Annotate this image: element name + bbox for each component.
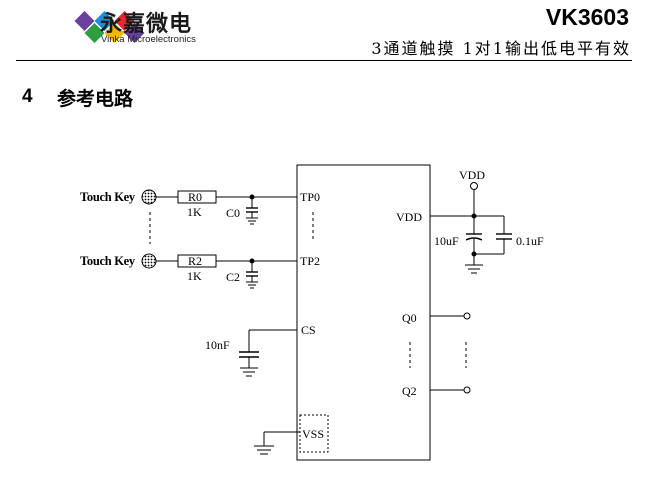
capacitor-c2-label: C2 [226,270,240,284]
pin-q0-label: Q0 [402,311,417,325]
output-q2 [430,386,471,394]
cs-capacitor [239,329,297,377]
channel-tp0 [141,189,297,225]
output-q0 [430,312,471,320]
touch-key-label-1: Touch Key [80,190,136,204]
pin-vdd-label: VDD [396,210,422,224]
vdd-supply-label: VDD [459,168,485,182]
vdd-cap-0.1uf-label: 0.1uF [516,234,544,248]
vdd-cap-10uf-label: 10uF [434,234,459,248]
section-title: 参考电路 [57,88,134,110]
vdd-terminal [470,182,478,190]
pin-q2-label: Q2 [402,384,417,398]
resistor-r2-label: R2 [188,254,202,268]
capacitor-c0-label: C0 [226,206,240,220]
ic-body [296,164,431,461]
resistor-r2-value: 1K [187,269,202,283]
brand-name-cn: 永嘉微电 [100,12,193,37]
section-number: 4 [22,86,33,107]
channel-tp2 [141,253,297,289]
touch-key-pad-1 [141,189,157,205]
pin-tp2-label: TP2 [300,254,320,268]
vss-pin-box [299,414,329,453]
q2-terminal [463,386,471,394]
header-divider [16,60,632,61]
vinka-logo [74,11,145,43]
vss-ground [254,431,300,455]
touch-key-pad-2 [141,253,157,269]
resistor-r0-label: R0 [188,190,202,204]
pin-vss-label: VSS [302,427,324,441]
pin-tp0-label: TP0 [300,190,320,204]
cs-capacitor-label: 10nF [205,338,230,352]
pin-cs-label: CS [301,323,316,337]
model-number: VK3603 [545,4,629,30]
resistor-r0-value: 1K [187,205,202,219]
model-description: 3通道触摸 1对1输出低电平有效 [371,39,631,58]
brand-name-en: Vinka Microelectronics [101,34,196,45]
q0-terminal [463,312,471,320]
logo-diamonds-icon [74,11,145,43]
vdd-supply [430,182,512,274]
touch-key-label-2: Touch Key [80,254,136,268]
